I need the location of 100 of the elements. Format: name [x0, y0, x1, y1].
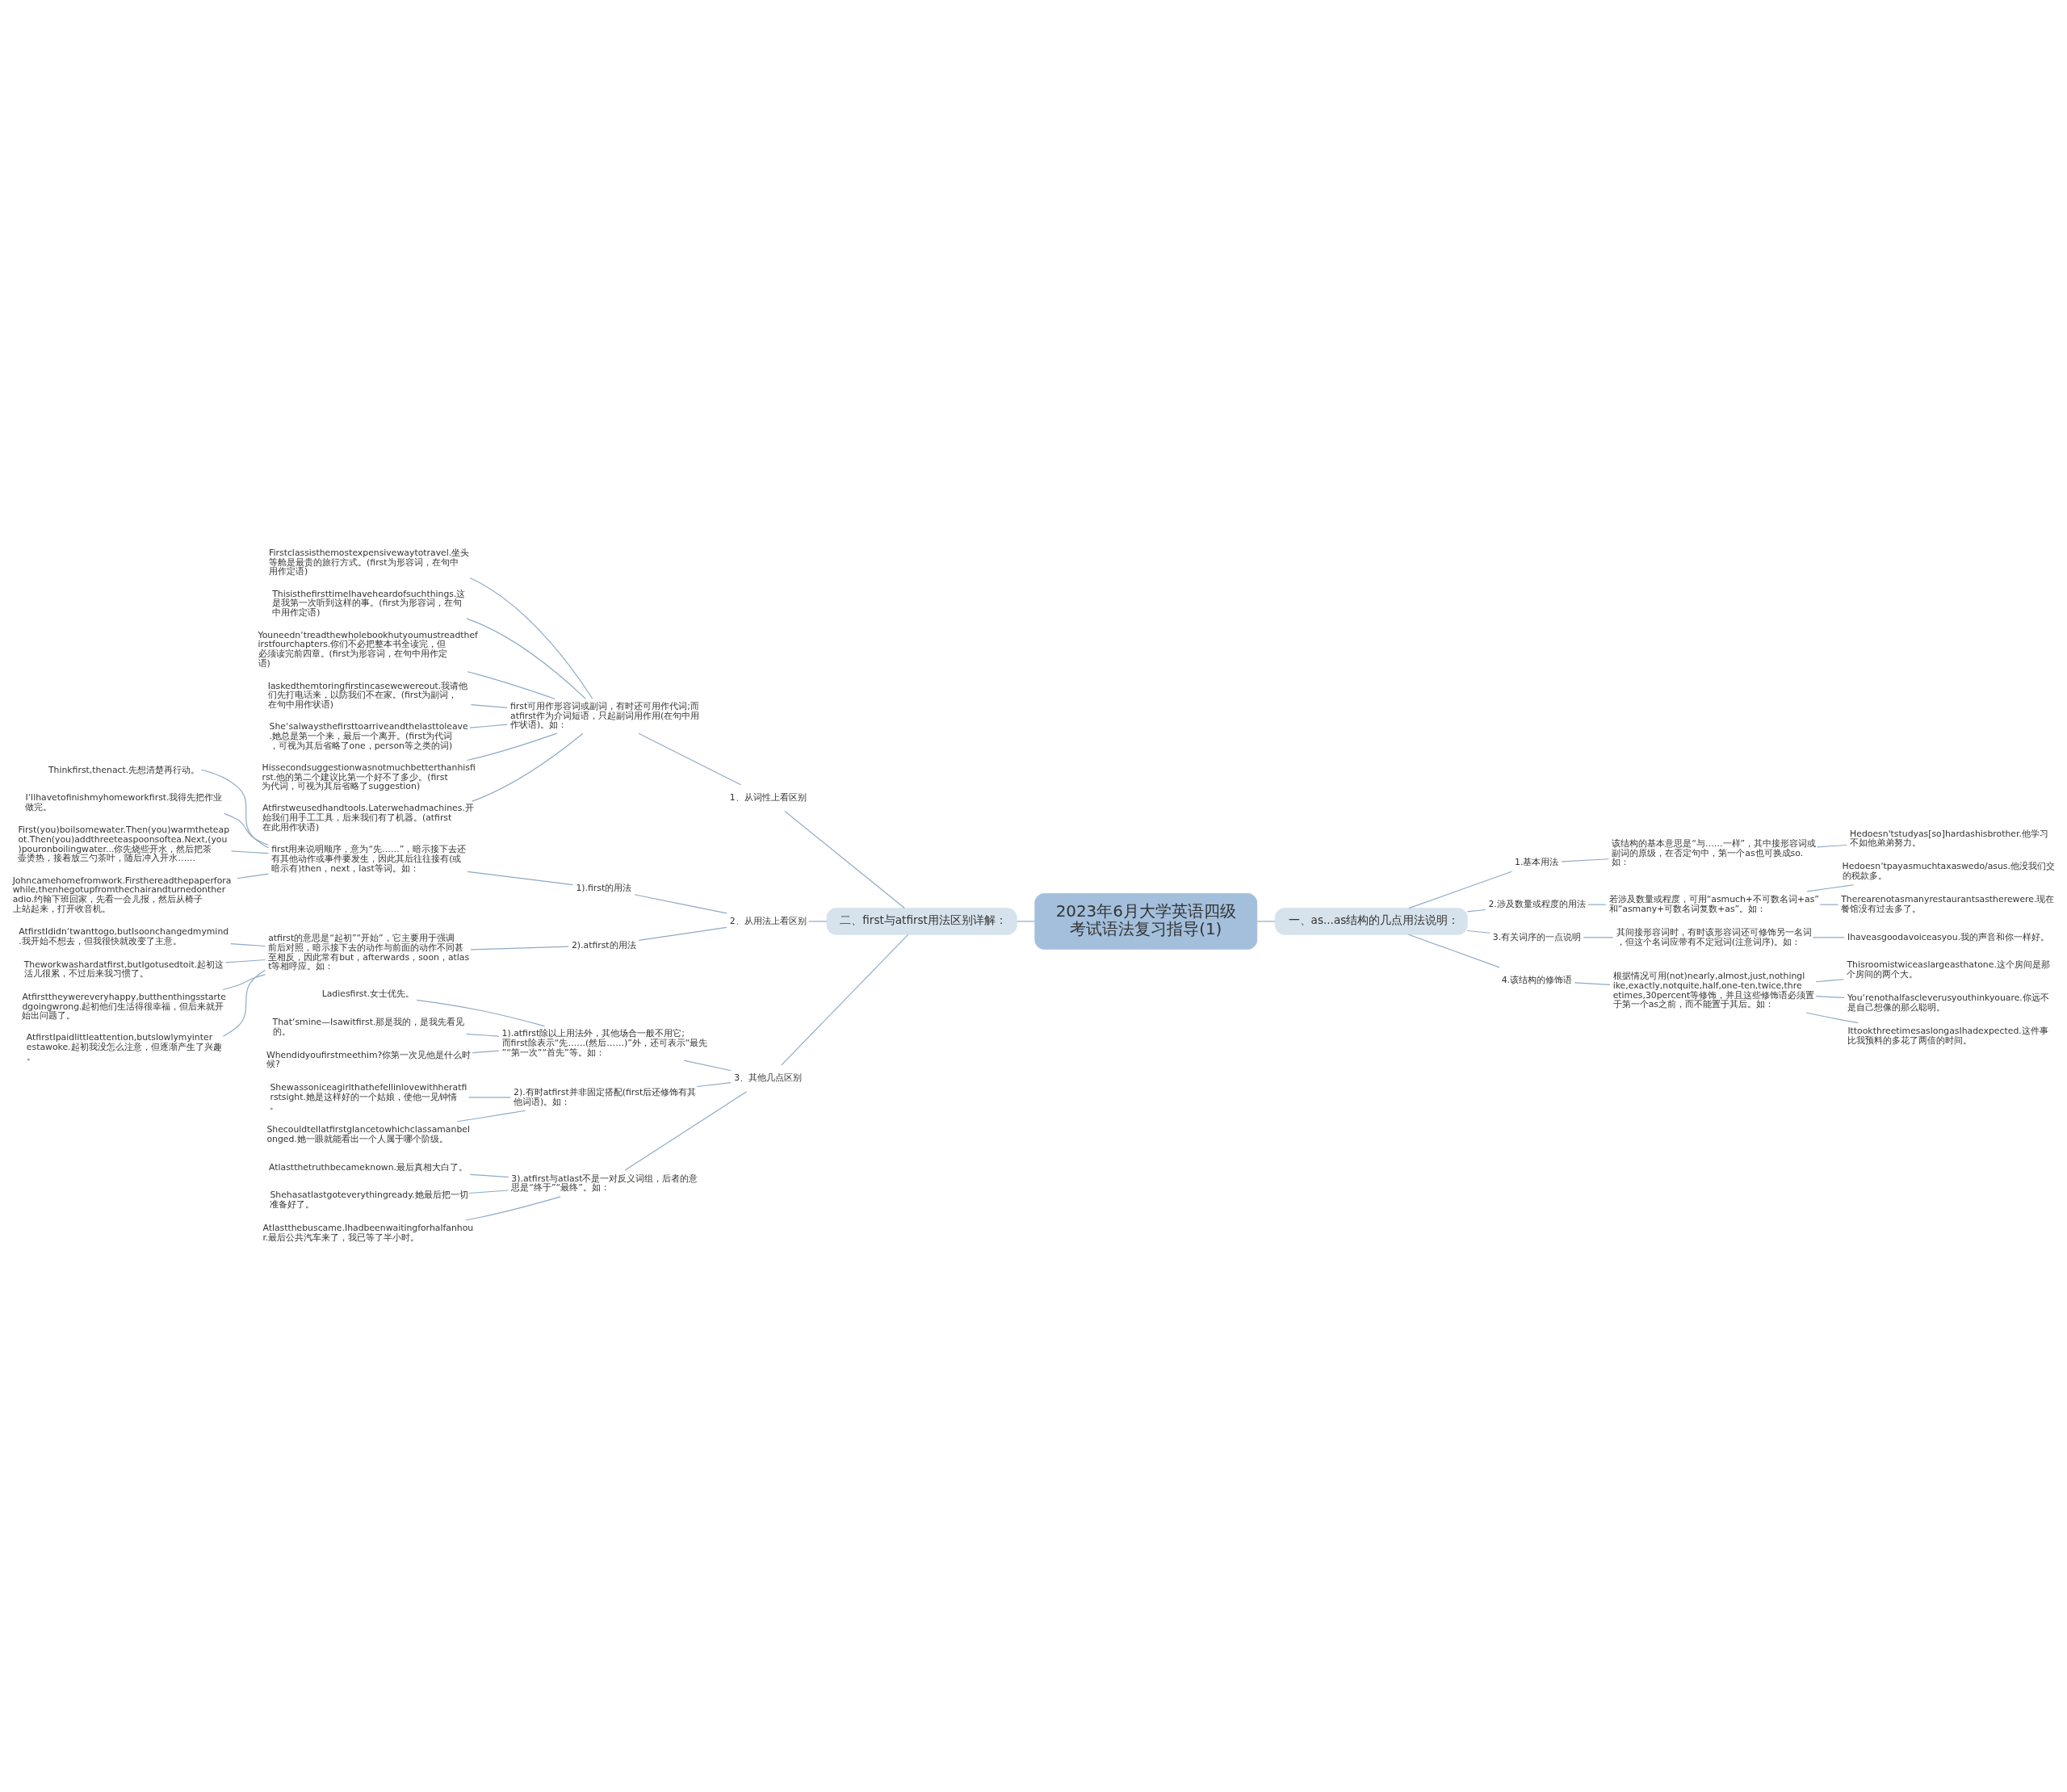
- node-text: 1).first的用法: [576, 883, 632, 894]
- connector: [467, 871, 574, 886]
- node-text: Iaskedthemtoringfirstincasewewereout.我请他们先打电话来，以防我们不在家。(first为副词，在句中用作状语): [267, 680, 468, 711]
- connector: [1561, 858, 1610, 862]
- node-text: 2、从用法上看区别: [729, 915, 807, 926]
- connector: [1407, 934, 1500, 968]
- connector: [784, 810, 905, 909]
- node-text: Hissecondsuggestionwasnotmuchbetterthanhisfirst.他的第二个建议比第一个好不了多少。(first为代词，可视为其后省略了suggestion): [262, 762, 476, 792]
- node-text: You‘renothalfascleverusyouthinkyouare.你远不是自己想像的那么聪明。: [1847, 993, 2049, 1013]
- connector: [1819, 904, 1839, 905]
- connector: [222, 969, 266, 1037]
- connector: [1016, 921, 1036, 922]
- node-text: AtfirstIdidn‘twanttogo,butIsoonchangedmymind.我开始不想去，但我很快就改变了主意。: [19, 925, 229, 946]
- node-text: 2).有时atfirst并非固定搭配(first后还修饰有其他词语)。如：: [514, 1086, 697, 1107]
- node-text: Thinkfirst,thenact.先想清楚再行动。: [48, 764, 200, 775]
- node-box: 2023年6月大学英语四级考试语法复习指导(1): [1034, 893, 1258, 950]
- node-text: That‘smine—Isawitfirst.那是我的，是我先看见的。: [272, 1016, 465, 1037]
- connector: [466, 618, 586, 699]
- connector: [224, 959, 266, 963]
- connector: [1408, 871, 1512, 909]
- node-text: AtfirstIpaidlittleattention,butslowlymyinterestawoke.起初我没怎么注意，但逐渐产生了兴趣。: [26, 1032, 222, 1062]
- connector: [624, 1091, 748, 1171]
- connector: [1812, 937, 1845, 938]
- node-text: 3).atfirst与atlast不是一对反义词组，后者的意思是“终于”“最终”。如：: [511, 1173, 698, 1194]
- connector: [1466, 930, 1491, 934]
- node-text: atfirst的意思是“起初”“开始”，它主要用于强调前后对照，暗示接下去的动作与前面的动作不同甚至相反，因此常有but，afterwards，soon，atlast等相呼应。如：: [268, 932, 470, 972]
- node-text: 1).atfirst除以上用法外，其他场合一般不用它;而first除表示“先……(然后……)”外，还可表示“最先”“第一次”“首先”等。如：: [501, 1028, 708, 1058]
- node-text: 3、其他几点区别: [734, 1072, 803, 1084]
- node-text: Atlastthebuscame.Ihadbeenwaitingforhalfanhour.最后公共汽车来了，我已等了半小时。: [262, 1223, 474, 1243]
- node-text: IttookthreetimesaslongasIhadexpected.这件事比我预料的多花了两倍的时间。: [1847, 1025, 2048, 1046]
- connector: [808, 921, 828, 922]
- node-text: Atfirsttheywereveryhappy,butthenthingsstartedgoingwrong.起初他们生活得很幸福，但后来就开始出问题了。: [22, 991, 226, 1022]
- connector: [1574, 982, 1611, 986]
- node-box: 二、first与atfirst用法区别详解：: [826, 908, 1017, 935]
- node-text: Ladiesfirst.女士优先。: [321, 988, 415, 1000]
- node-text: I‘llhavetofinishmyhomeworkfirst.我得先把作业做完。: [25, 792, 223, 813]
- connector: [416, 999, 546, 1027]
- connector: [467, 732, 558, 762]
- connector: [470, 946, 569, 951]
- node-text: 该结构的基本意思是“与……一样”，其中接形容词或副词的原级，在否定句中，第一个as也可换成so.如：: [1612, 837, 1817, 868]
- node-text: Shewassoniceagirlthathefellinlovewithheratfirstsight.她是这样好的一个姑娘，使他一见钟情。: [270, 1081, 467, 1112]
- connector: [230, 943, 266, 947]
- node-text: ThisisthefirsttimeIhaveheardofsuchthings.这是我第一次听到这样的事。(first为形容词，在句中用作定语): [272, 588, 466, 619]
- node-text: Thisroomistwiceaslargeasthatone.这个房间是那个房间的两个大。: [1847, 959, 2050, 980]
- connector: [465, 1196, 561, 1221]
- connector: [467, 1190, 509, 1194]
- connector: [1816, 844, 1847, 848]
- connector: [224, 812, 269, 846]
- node-text: first用来说明顺序，意为“先……”，暗示接下去还有其他动作或事件要发生，因此其后往往接有(或暗示有)then，next，last等词。如：: [271, 844, 467, 874]
- connector: [1806, 884, 1855, 892]
- connector: [634, 894, 727, 914]
- connector: [1587, 904, 1607, 905]
- connector: [1466, 909, 1486, 913]
- node-text: Youneedn‘treadthewholebookhutyoumustreadthefirstfourchapters.你们不必把整本书全读完，但必须读完前四章。(first为形容词，在句中用作定语): [258, 629, 478, 669]
- connector: [467, 1097, 511, 1098]
- connector: [781, 934, 909, 1066]
- node-text: 1.基本用法: [1514, 857, 1559, 868]
- connector: [472, 1050, 500, 1054]
- node-text: 2.涉及数量或程度的用法: [1488, 898, 1586, 909]
- node-text: Atlastthetruthbecameknown.最后真相大白了。: [269, 1161, 468, 1173]
- node-text: 若涉及数量或程度，可用“asmuch+不可数名词+as”和“asmany+可数名词复数+as”。如：: [1608, 894, 1819, 914]
- connector: [638, 926, 727, 942]
- node-text: Ihaveasgoodavoiceasyou.我的声音和你一样好。: [1847, 931, 2050, 942]
- node-text: 根据情况可用(not)nearly,almost,just,nothinglike,exactly,notquite,half,one-ten,twice,threetimes,30percent等修饰，并且这些修饰语必须置于第一个as之前，而不能置于其后。如：: [1612, 971, 1815, 1010]
- node-text: Shecouldtellatfirstglancetowhichclassamanbelonged.她一眼就能看出一个人属于哪个阶级。: [266, 1123, 470, 1144]
- connector: [200, 769, 270, 849]
- node-text: First(you)boilsomewater.Then(you)warmtheteapot.Then(you)addthreeteaspoonsoftea.Next,(you)pouronboilingwater...你先烧些开水，然后把茶壶烫热，接着放三勺茶叶，随后冲入开水……: [18, 825, 230, 864]
- connector: [222, 974, 266, 991]
- node-text: Hedoesn'tstudyas[so]hardashisbrother.他学习不如他弟弟努力。: [1850, 828, 2048, 849]
- node-text: Therearenotasmanyrestaurantsastherewere.现在餐馆没有过去多了。: [1841, 894, 2055, 914]
- node-text: She‘salwaysthefirsttoarriveandthelasttoleave.她总是第一个来，最后一个离开。(first为代词，可视为其后省略了one，person等之类的词): [269, 721, 468, 751]
- connector: [1805, 1012, 1859, 1024]
- connector: [469, 724, 508, 728]
- node-text: 1、从词性上看区别: [729, 791, 807, 803]
- connector: [237, 873, 270, 879]
- connector: [1815, 979, 1845, 983]
- connector: [467, 671, 556, 700]
- node-text: Whendidyoufirstmeethim?你第一次见他是什么时候?: [266, 1049, 472, 1070]
- node-text: 其间接形容词时，有时该形容词还可修饰另一名词，但这个名词应带有不定冠词(注意词序)。如：: [1616, 926, 1812, 947]
- connector: [1815, 996, 1845, 999]
- node-text: 3.有关词序的一点说明: [1492, 931, 1582, 942]
- connector: [696, 1082, 732, 1088]
- connector: [230, 850, 270, 854]
- connector: [638, 732, 742, 786]
- connector: [466, 1033, 500, 1037]
- node-text: Hedoesn‘tpayasmuchtaxaswedo/asus.他没我们交的税款多。: [1842, 861, 2055, 882]
- node-text: Johncamehomefromwork.Firsthereadthepaperforawhile,thenhegotupfromthechairandturnedontheradio.约翰下班回家，先看一会儿报，然后从椅子上站起来，打开收音机。: [12, 875, 232, 914]
- node-text: Shehasatlastgoteverythingready.她最后把一切准备好了。: [270, 1190, 468, 1211]
- node-text: 4.该结构的修饰语: [1501, 974, 1573, 985]
- node-text: Firstclassisthemostexpensivewaytotravel.坐头等舱是最贵的旅行方式。(first为形容词，在句中用作定语): [269, 547, 470, 577]
- connector: [1256, 921, 1276, 922]
- node-text: Atfirstweusedhandtools.Laterwehadmachines.开始我们用手工工具，后来我们有了机器。(atfirst在此用作状语): [262, 803, 474, 833]
- node-text: Theworkwashardatfirst,butIgotusedtoit.起初这活儿很累，不过后来我习惯了。: [23, 959, 224, 980]
- node-text: 2).atfirst的用法: [571, 939, 636, 951]
- connector: [470, 703, 508, 709]
- node-box: 一、as...as结构的几点用法说明：: [1274, 908, 1468, 935]
- connector: [469, 1173, 509, 1178]
- connector: [472, 732, 584, 802]
- connector: [1583, 937, 1614, 938]
- connector: [683, 1060, 732, 1072]
